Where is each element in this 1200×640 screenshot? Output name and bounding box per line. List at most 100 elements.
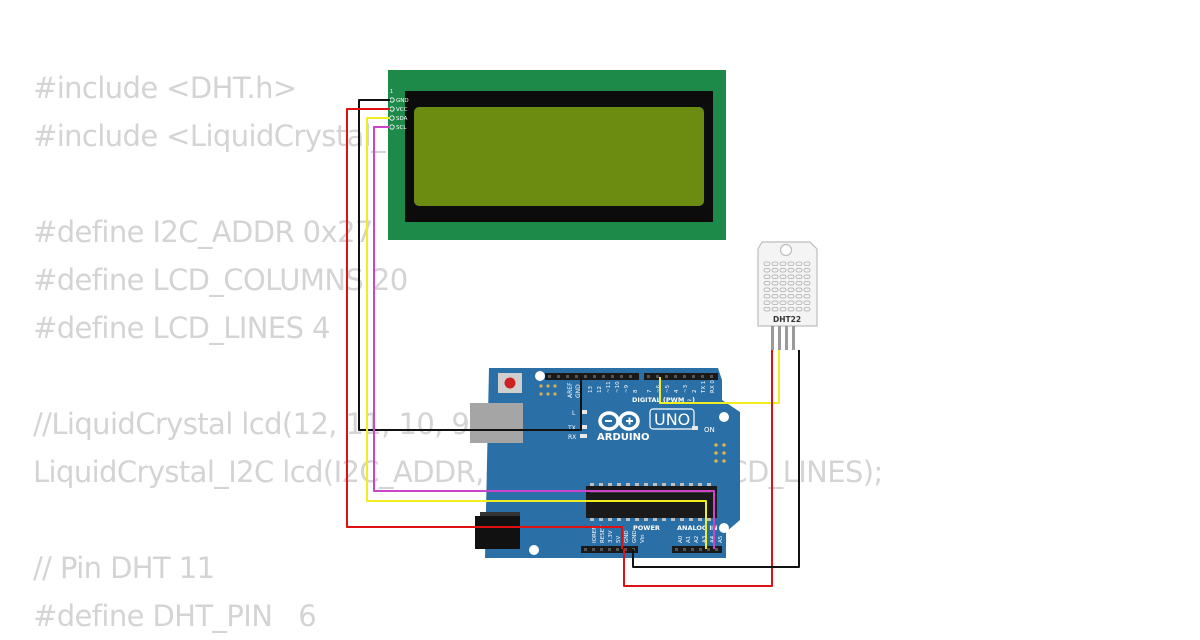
usb-port: [470, 403, 523, 443]
header-hole: [692, 375, 695, 378]
vent-slot: [787, 261, 795, 266]
header-hole: [647, 375, 650, 378]
header-hole: [575, 375, 578, 378]
code-line: #define DHT_PIN 6: [33, 599, 317, 633]
analog-header[interactable]: [672, 546, 722, 553]
wire-lcd-vcc[interactable]: [346, 108, 623, 549]
digital-header-right[interactable]: [644, 373, 718, 380]
power-pin-label: IOREF: [592, 527, 598, 543]
chip-pin: [590, 483, 594, 486]
wire-lcd-sda[interactable]: [366, 117, 707, 549]
vent-slot: [763, 261, 771, 266]
power-pin-label: 5V: [616, 536, 622, 543]
code-line: #define LCD_COLUMNS 20: [33, 263, 408, 297]
vent-slot: [771, 294, 779, 299]
header-hole: [600, 548, 603, 551]
vent-slot: [779, 300, 787, 305]
chip-pin: [671, 483, 675, 486]
vent-slot: [787, 300, 795, 305]
lcd-pin-sda-label: SDA: [396, 116, 408, 122]
vent-slot: [771, 268, 779, 273]
vent-slot: [779, 274, 787, 279]
chip-pin: [626, 518, 630, 521]
digital-pin-label: ~3: [683, 384, 689, 393]
mount-hole: [529, 545, 539, 555]
reset-button-cap[interactable]: [504, 377, 516, 389]
dht22-pin-vcc[interactable]: [771, 326, 774, 350]
lcd-display[interactable]: 1 GND VCC SDA SCL: [388, 70, 726, 240]
header-hole: [608, 548, 611, 551]
header-hole: [593, 375, 596, 378]
header-hole: [557, 375, 560, 378]
wires: [346, 99, 800, 587]
vent-slot: [787, 294, 795, 299]
header-hole: [592, 548, 595, 551]
lcd-pin-gnd-label: GND: [396, 98, 409, 104]
wire-dht-gnd[interactable]: [632, 350, 800, 568]
wire-dht-vcc[interactable]: [623, 350, 773, 587]
dht22-mount-hole: [779, 243, 793, 257]
power-pin-label: Vin: [640, 534, 646, 543]
vent-slot: [795, 300, 803, 305]
dht22-pin-nc: [785, 326, 788, 350]
chip-pin: [680, 483, 684, 486]
header-hole: [584, 548, 587, 551]
chip-pin: [698, 483, 702, 486]
vent-slot: [763, 268, 771, 273]
digital-header-left[interactable]: [545, 373, 639, 380]
l-led-label: L: [572, 410, 576, 417]
chip-pin: [689, 518, 693, 521]
vent-slot: [803, 274, 811, 279]
vent-slot: [779, 261, 787, 266]
rx-led: [580, 434, 587, 438]
lcd-pin-vcc-label: VCC: [396, 107, 408, 113]
lcd-pin-scl-label: SCL: [396, 125, 407, 131]
dht22-label: DHT22: [773, 315, 801, 324]
dht22-pin-data[interactable]: [778, 326, 781, 350]
power-pin-label: RESET: [600, 525, 606, 543]
digital-pin-label: 7: [647, 389, 653, 393]
code-line: #include <DHT.h>: [33, 71, 297, 105]
vent-slot: [771, 287, 779, 292]
vent-slot: [803, 287, 811, 292]
chip-pin: [617, 518, 621, 521]
analog-pin-label: A2: [694, 536, 700, 543]
vent-slot: [795, 307, 803, 312]
vent-slot: [771, 281, 779, 286]
chip-pin: [608, 483, 612, 486]
wire-lcd-scl[interactable]: [373, 126, 715, 549]
mount-hole: [719, 412, 729, 422]
vent-slot: [771, 261, 779, 266]
lcd-screen: [414, 107, 704, 206]
lcd-pin-1-label: 1: [390, 89, 393, 95]
header-hole: [616, 548, 619, 551]
chip-pin: [680, 518, 684, 521]
wire-dht-data[interactable]: [659, 350, 780, 404]
vent-slot: [795, 261, 803, 266]
header-hole: [699, 548, 702, 551]
chip-pin: [707, 483, 711, 486]
header-hole: [674, 375, 677, 378]
uno-badge: [649, 408, 695, 430]
dht22-sensor[interactable]: DHT22: [757, 241, 818, 350]
vent-slot: [763, 274, 771, 279]
vent-slot: [779, 307, 787, 312]
vent-slot: [779, 294, 787, 299]
header-hole: [611, 375, 614, 378]
header-hole: [710, 375, 713, 378]
vent-slot: [763, 307, 771, 312]
lcd-pin-labels: 1 GND VCC SDA SCL: [389, 89, 409, 131]
chip-pin: [644, 483, 648, 486]
icsp-header: [536, 382, 560, 398]
vent-slot: [787, 268, 795, 273]
header-hole: [566, 375, 569, 378]
chip-pin: [617, 483, 621, 486]
dht22-pin-gnd[interactable]: [792, 326, 795, 350]
rx-led-label: RX: [568, 434, 576, 441]
digital-pin-label: 13: [588, 386, 594, 393]
chip-pin: [671, 518, 675, 521]
wire-lcd-gnd[interactable]: [358, 99, 582, 431]
